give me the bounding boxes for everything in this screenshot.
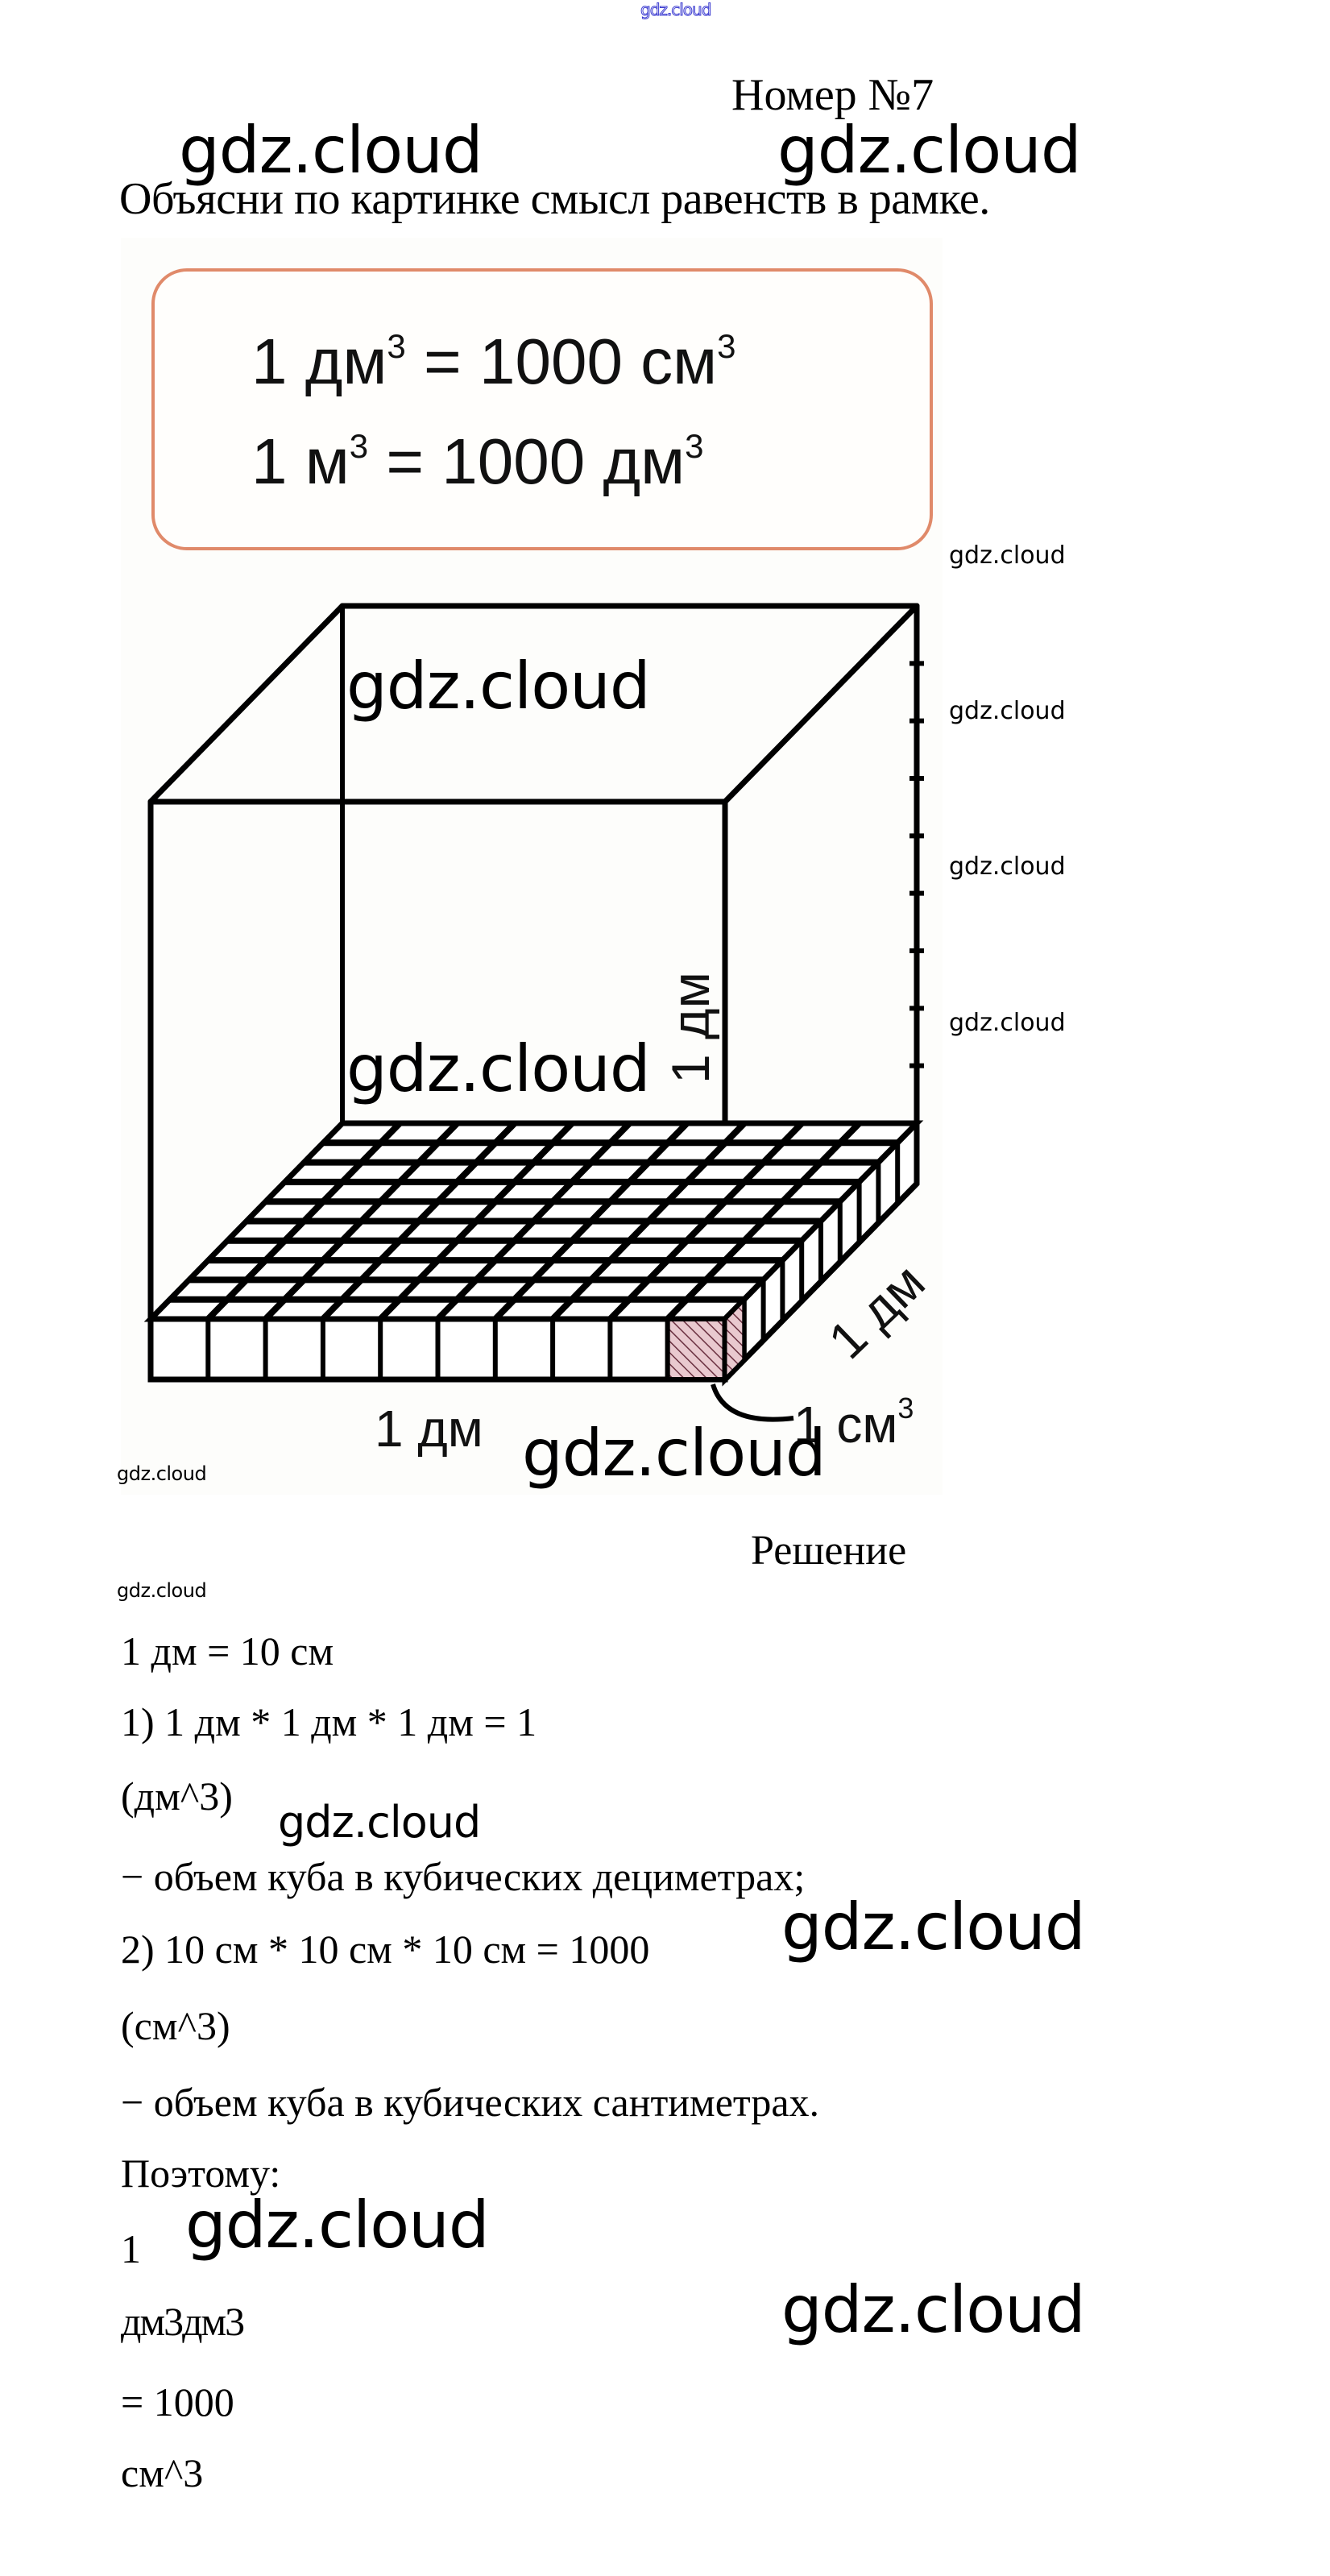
equation-line-1: 1 дм3 = 1000 см3: [251, 325, 736, 399]
eq-number: 1: [251, 425, 288, 497]
eq-number: 1: [251, 326, 288, 397]
unit-cube-leader-line: [711, 1383, 794, 1422]
watermark: gdz.cloud: [781, 2272, 1086, 2347]
watermark: gdz.cloud: [346, 1031, 651, 1106]
eq-number: 1000: [479, 326, 623, 397]
exercise-title: Номер №7: [731, 70, 934, 120]
cube-edge-top-right-depth: [722, 603, 920, 805]
watermark: gdz.cloud: [346, 649, 651, 724]
solution-line: (дм^3): [121, 1773, 233, 1819]
unit-cube-hatched-side: [723, 1294, 747, 1385]
eq-sign: =: [386, 425, 425, 497]
solution-line: дм3дм3: [121, 2299, 245, 2344]
eq-sign: =: [424, 326, 462, 397]
watermark: gdz.cloud: [781, 1889, 1086, 1964]
watermark: gdz.cloud: [179, 113, 483, 188]
slab-top-column-line: [378, 1121, 575, 1321]
solution-line: 2) 10 см * 10 см * 10 см = 1000: [121, 1927, 650, 1972]
label-vertical-edge: 1 дм: [661, 972, 720, 1084]
slab-top-column-line: [205, 1121, 403, 1321]
solution-line: = 1000: [121, 2379, 234, 2425]
solution-line: 1 дм = 10 см: [121, 1628, 334, 1674]
cube-edge-top-left-depth: [147, 603, 346, 805]
watermark: gdz.cloud: [185, 2188, 490, 2263]
slab-top-column-line: [435, 1121, 632, 1321]
slab-top-column-line: [550, 1121, 747, 1321]
eq-unit: см: [640, 326, 718, 397]
eq-unit: дм: [603, 425, 686, 497]
slab-top-column-line: [607, 1121, 805, 1321]
watermark: gdz.cloud: [949, 1009, 1066, 1037]
watermark: gdz.cloud: [278, 1797, 481, 1848]
eq-unit: м: [305, 425, 350, 497]
unit-cube-exponent: 3: [897, 1392, 914, 1425]
cube-diagram: 1 дм 1 дм 1 дм 1 см3: [143, 603, 936, 1458]
label-unit-cube: 1 см3: [793, 1392, 914, 1454]
equation-line-2: 1 м3 = 1000 дм3: [251, 425, 704, 499]
slab-top-column-line: [665, 1121, 862, 1321]
top-watermark: gdz.cloud: [640, 0, 711, 20]
watermark: gdz.cloud: [117, 1579, 207, 1602]
watermark: gdz.cloud: [522, 1416, 827, 1491]
eq-exponent: 3: [717, 327, 736, 365]
watermark: gdz.cloud: [949, 541, 1066, 570]
slab-grid: [143, 1116, 924, 1387]
slab-top-column-line: [492, 1121, 690, 1321]
solution-line: 1) 1 дм * 1 дм * 1 дм = 1: [121, 1699, 537, 1744]
task-text: Объясни по картинке смысл равенств в рам…: [119, 174, 990, 224]
slab-top-column-line: [263, 1121, 460, 1321]
slab-top-column-line: [321, 1121, 517, 1321]
eq-unit: дм: [305, 326, 387, 397]
solution-heading: Решение: [751, 1528, 907, 1574]
solution-line: (см^3): [121, 2003, 230, 2048]
solution-line: − объем куба в кубических сантиметрах.: [121, 2080, 820, 2125]
solution-line: Поэтому:: [121, 2151, 281, 2196]
eq-exponent: 3: [349, 427, 369, 465]
unit-cube-text: 1 см: [793, 1396, 897, 1454]
watermark: gdz.cloud: [949, 697, 1066, 725]
watermark: gdz.cloud: [117, 1462, 207, 1485]
label-bottom-edge: 1 дм: [375, 1400, 483, 1458]
equation-box: 1 дм3 = 1000 см3 1 м3 = 1000 дм3: [151, 268, 933, 550]
eq-exponent: 3: [685, 427, 704, 465]
eq-number: 1000: [441, 425, 586, 497]
edge-ticks: [909, 661, 924, 1068]
watermark: gdz.cloud: [949, 852, 1066, 881]
solution-line: 1: [121, 2226, 141, 2271]
solution-line: см^3: [121, 2450, 204, 2495]
solution-line: − объем куба в кубических дециметрах;: [121, 1854, 806, 1899]
watermark: gdz.cloud: [777, 113, 1082, 188]
eq-exponent: 3: [387, 327, 406, 365]
unit-cube-hatched: [665, 1317, 728, 1382]
